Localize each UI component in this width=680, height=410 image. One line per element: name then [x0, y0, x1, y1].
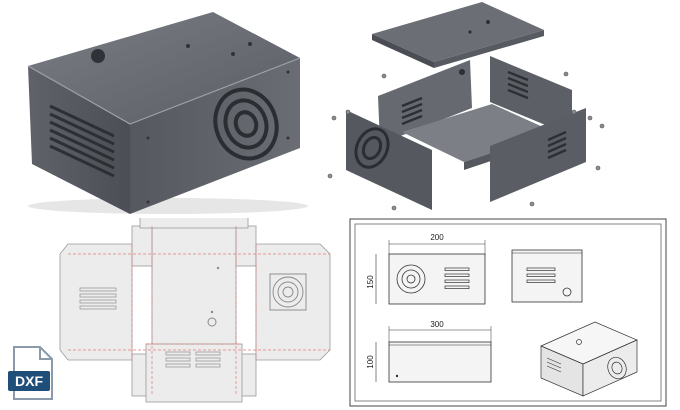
- screws: [327, 71, 605, 211]
- front-height-dimension: 150: [366, 275, 375, 289]
- top-length-dimension: 300: [430, 320, 444, 329]
- dxf-label: DXF: [15, 373, 43, 389]
- exploded-front-left-panel: [346, 110, 432, 210]
- enclosure-left-face: [28, 66, 130, 214]
- exploded-back-left-panel: [378, 60, 472, 144]
- exploded-enclosure-render: [327, 2, 605, 211]
- vent-slots-left: [49, 104, 115, 178]
- enclosure-top-face: [28, 12, 300, 124]
- technical-drawing-sheet: 200 150 300 100: [349, 218, 667, 407]
- front-width-dimension: 200: [430, 233, 444, 242]
- flat-fan-cutout: [269, 273, 307, 311]
- side-view: [511, 249, 583, 303]
- dxf-file-badge: DXF: [8, 345, 58, 403]
- floor-shadow: [28, 198, 308, 214]
- exploded-back-right-panel: [490, 56, 572, 136]
- cable-hole: [91, 49, 105, 63]
- sheet-inner-border: [354, 223, 662, 402]
- flat-round-hole: [207, 317, 217, 327]
- fold-lines: [68, 226, 330, 396]
- exploded-lid: [372, 2, 544, 68]
- file-icon: DXF: [8, 346, 53, 400]
- top-height-dimension: 100: [366, 355, 375, 369]
- flat-vent-slots-bottom: [165, 351, 221, 368]
- isometric-view: [540, 321, 638, 397]
- flat-pattern-layout: [59, 218, 331, 403]
- front-view: 200 150: [366, 233, 486, 305]
- assembled-enclosure-render: [27, 12, 308, 214]
- fan-grille: [213, 87, 279, 161]
- flat-pattern-outline: [59, 218, 331, 403]
- exploded-front-right-panel: [490, 108, 586, 202]
- enclosure-right-face: [130, 58, 300, 214]
- enclosure-body: [27, 12, 301, 214]
- flat-vent-slots-left: [79, 287, 117, 310]
- top-view: 300 100: [366, 320, 492, 383]
